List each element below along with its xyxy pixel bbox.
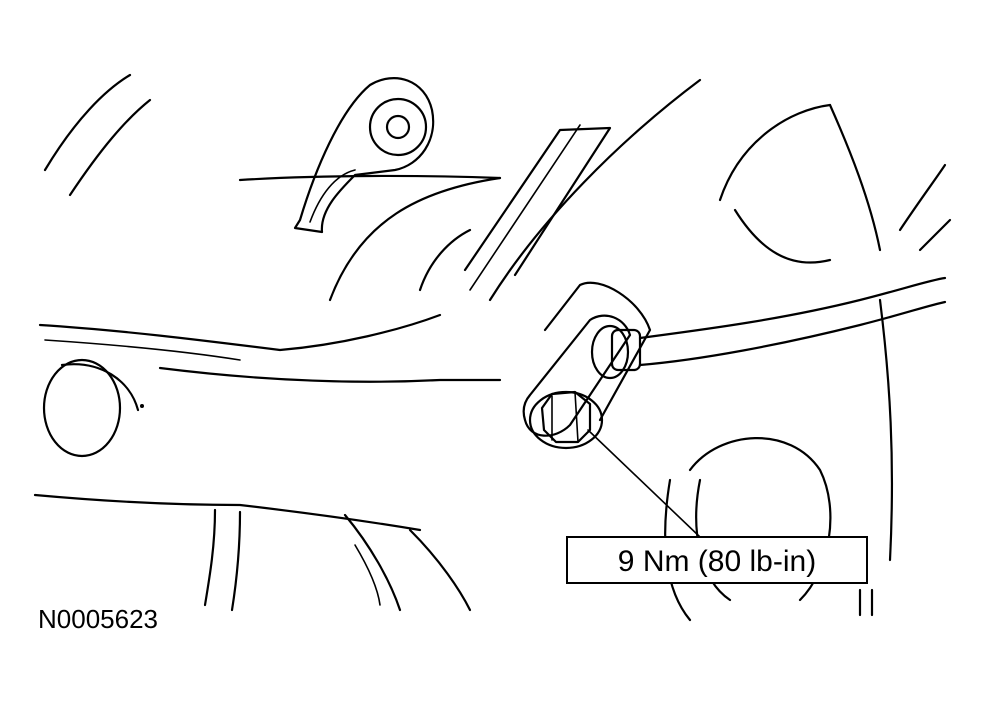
lower-links: [203, 508, 472, 612]
sensor-bolt: [528, 390, 604, 450]
knuckle-body: [238, 78, 702, 302]
wheel-well-arcs: [43, 73, 152, 197]
wheel-speed-sensor: [590, 276, 947, 380]
upper-bracket: [293, 77, 435, 234]
torque-callout: 9 Nm (80 lb-in): [566, 536, 868, 584]
strut-area: [718, 103, 952, 562]
lower-control-arm: [33, 313, 502, 532]
figure-id: N0005623: [38, 604, 158, 634]
torque-callout-box: [566, 536, 868, 584]
torque-label: 9 Nm (80 lb-in): [618, 545, 816, 578]
callout-leader-line: [587, 429, 701, 538]
hub-assembly: [664, 437, 874, 622]
